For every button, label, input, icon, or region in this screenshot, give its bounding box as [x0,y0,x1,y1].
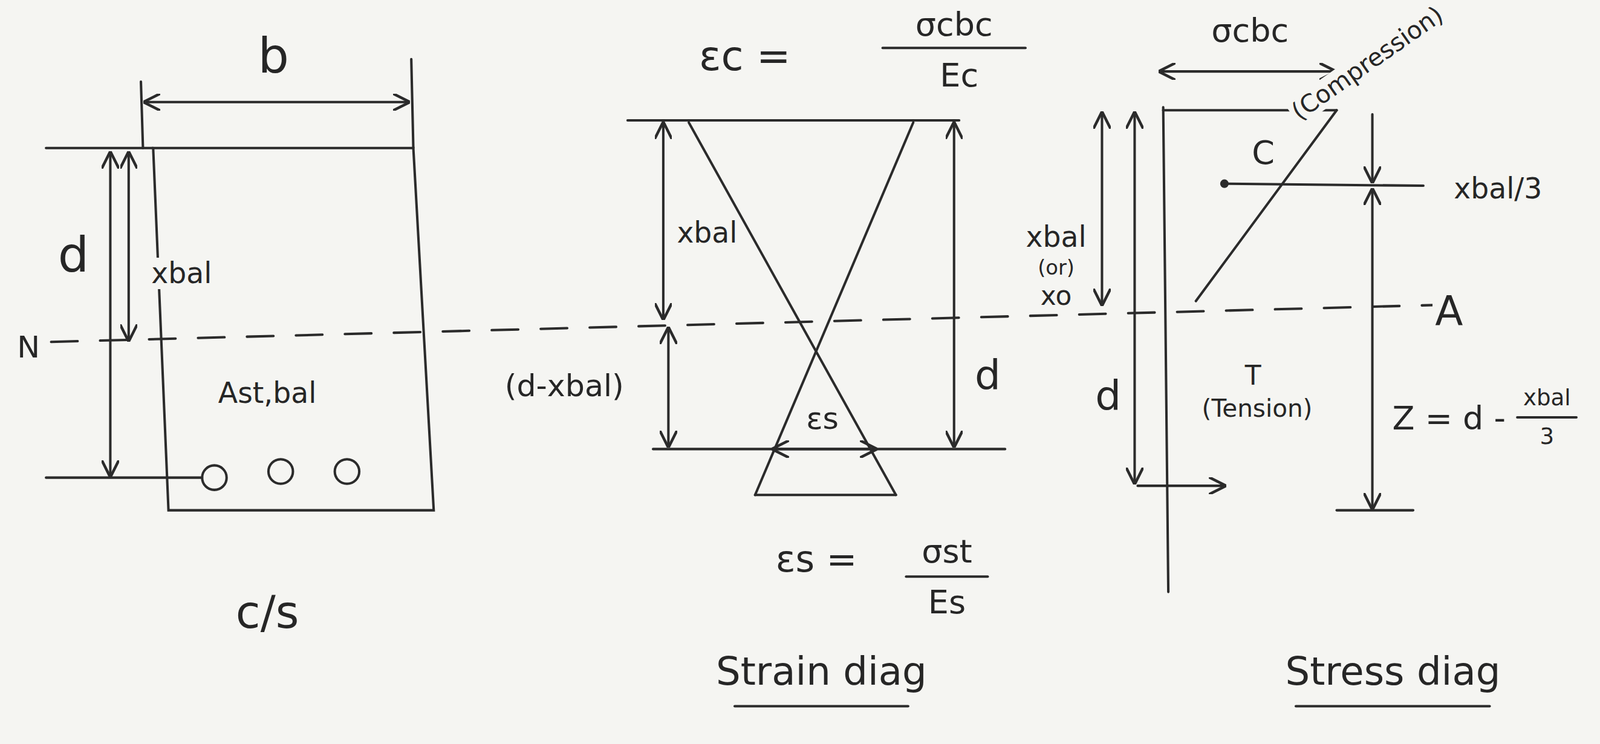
diagram-caption: Strain diag [713,650,930,693]
width-label: b [255,29,292,83]
lever-label: xbal/3 [1451,172,1545,205]
strain-label: εs = [773,538,860,580]
force-label: (Tension) [1199,394,1316,423]
dimension-label: (d-xbal) [502,368,627,403]
beam-section [152,148,434,511]
neutral-axis-depth: xbal [148,257,215,290]
depth-label: d [972,353,1004,398]
section-caption: c/s [233,587,302,638]
strain-numerator: σcbc [913,6,996,43]
strain-numerator: σst [919,533,975,570]
steel-area-label: Ast,bal [215,377,320,409]
strain-label: εc = [696,33,794,79]
lever-arm-label: 3 [1537,424,1557,450]
point-label: A [1432,289,1466,334]
force-label: C [1249,134,1278,171]
strain-denominator: Ec [937,57,981,94]
note-label: (or) [1035,256,1077,279]
force-label: (Compression) [1284,0,1451,127]
neutral-axis-label: N [14,330,43,365]
lever-arm-label: xbal [1520,385,1574,411]
neutral-axis-depth: xbal [674,217,740,249]
strain-label: εs [803,401,842,436]
force-label: T [1242,360,1264,391]
depth-label: d [55,227,92,282]
lever-arm-label: Z = d - [1390,400,1509,436]
stress-label: σcbc [1208,12,1292,49]
diagram-caption: Stress diag [1282,650,1503,693]
neutral-axis-depth: xbal [1023,221,1090,253]
depth-label: d [1092,373,1124,419]
strain-denominator: Es [925,584,969,620]
neutral-axis-depth: xo [1038,281,1074,311]
